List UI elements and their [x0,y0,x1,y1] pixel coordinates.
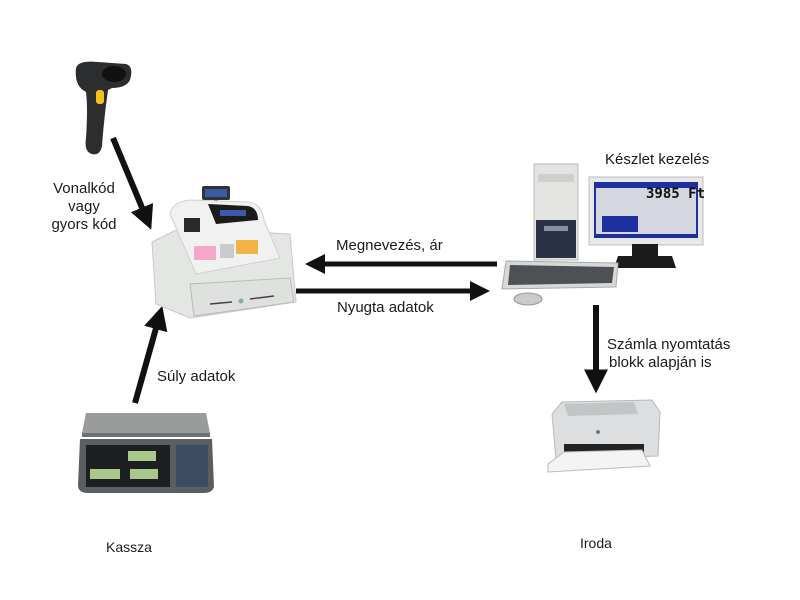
keyboard-icon [500,259,620,309]
computer-tower-icon [532,162,582,262]
group-label-iroda: Iroda [580,535,612,551]
monitor-screen-value: 3985 Ft [646,186,706,202]
print-label-line2: blokk alapján is [609,354,712,371]
cash-register-icon [150,184,300,324]
scanner-label-line3: gyors kód [51,216,117,233]
to-computer-label: Nyugta adatok [337,299,434,316]
print-label: Számla nyomtatás blokk alapján is [607,336,730,372]
scanner-label: Vonalkód vagy gyors kód [44,180,124,234]
scanner-label-line1: Vonalkód [53,180,115,197]
printer-icon [542,394,664,478]
arrow-scale-to-register [132,305,168,404]
scale-link-label: Súly adatok [157,368,236,385]
print-label-line1: Számla nyomtatás [607,336,731,353]
arrow-scanner-to-register [110,136,154,230]
scale-icon [76,405,216,495]
inventory-label: Készlet kezelés [605,151,710,168]
barcode-scanner-icon [68,58,138,158]
scanner-label-line2: vagy [68,198,100,215]
group-label-kassza: Kassza [106,539,152,555]
monitor-icon: 3985 Ft [588,176,706,276]
to-register-label: Megnevezés, ár [336,237,443,254]
